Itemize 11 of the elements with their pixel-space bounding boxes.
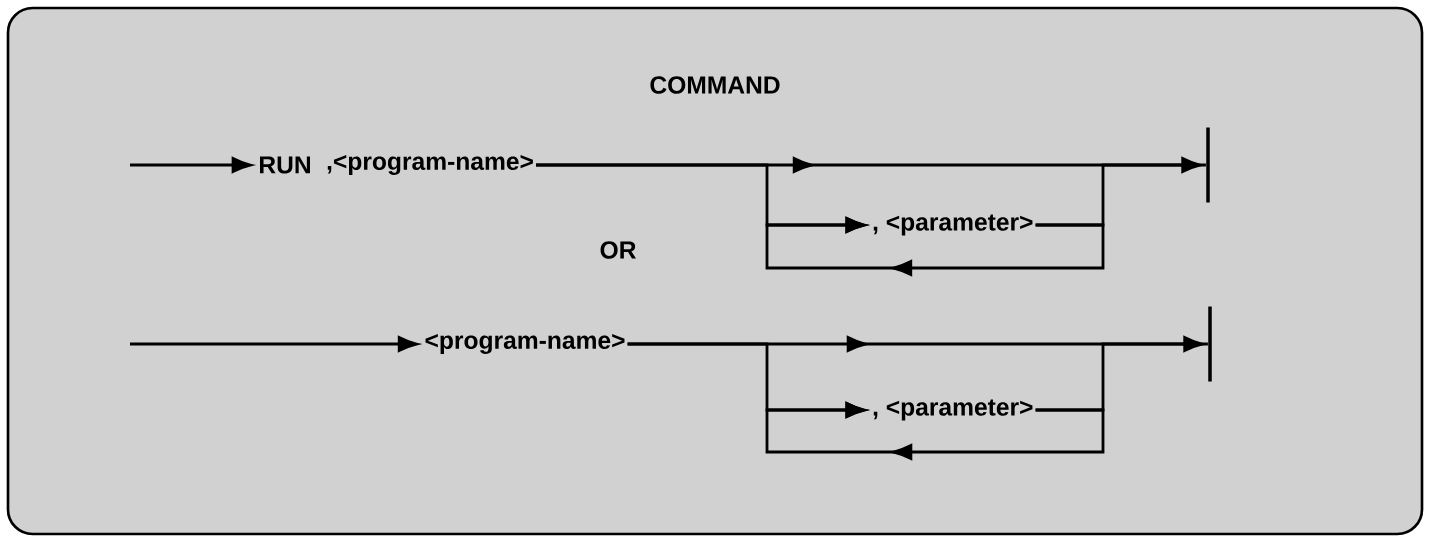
syntax-text: RUN [260, 156, 310, 174]
syntax-text: , <parameter> [873, 214, 1033, 236]
syntax-text: , <parameter> [873, 399, 1033, 421]
arrow [765, 402, 1105, 460]
title: COMMAND [650, 76, 780, 94]
syntax-text: <program-name> [425, 334, 625, 354]
end-bar [1208, 306, 1212, 382]
arrow [765, 217, 1105, 276]
end-bar [1206, 127, 1210, 203]
syntax-text: ,<program-name> [327, 155, 533, 175]
separator-label: OR [600, 241, 636, 259]
